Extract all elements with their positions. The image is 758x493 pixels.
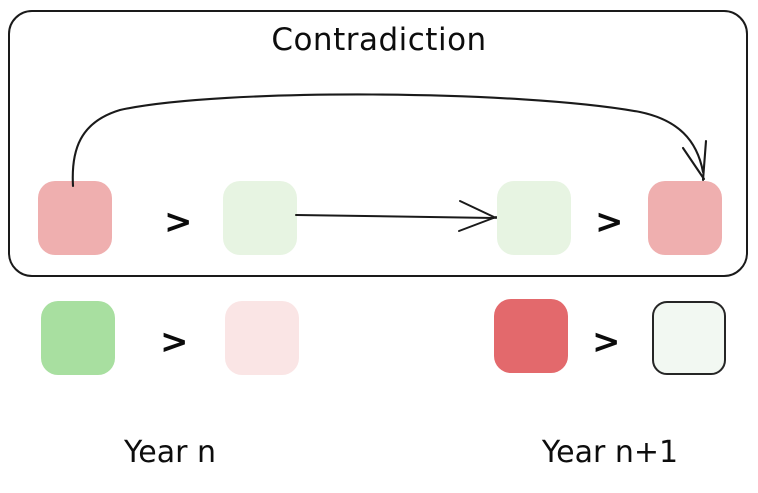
label-year-n: Year n [123, 435, 217, 470]
row1-box-4 [648, 181, 722, 255]
label-year-n-plus-1: Year n+1 [541, 435, 679, 470]
row2-box-1 [41, 301, 115, 375]
row2-box-2 [225, 301, 299, 375]
row2-operator-1: > [160, 322, 189, 362]
row1-operator-1: > [164, 202, 193, 242]
row1-box-2 [223, 181, 297, 255]
row1-operator-2: > [595, 202, 624, 242]
contradiction-group-box [8, 10, 748, 277]
row2-operator-2: > [592, 322, 621, 362]
row2-box-4 [652, 301, 726, 375]
row2-box-3 [494, 299, 568, 373]
row1-box-3 [497, 181, 571, 255]
group-title: Contradiction [271, 22, 487, 58]
row1-box-1 [38, 181, 112, 255]
